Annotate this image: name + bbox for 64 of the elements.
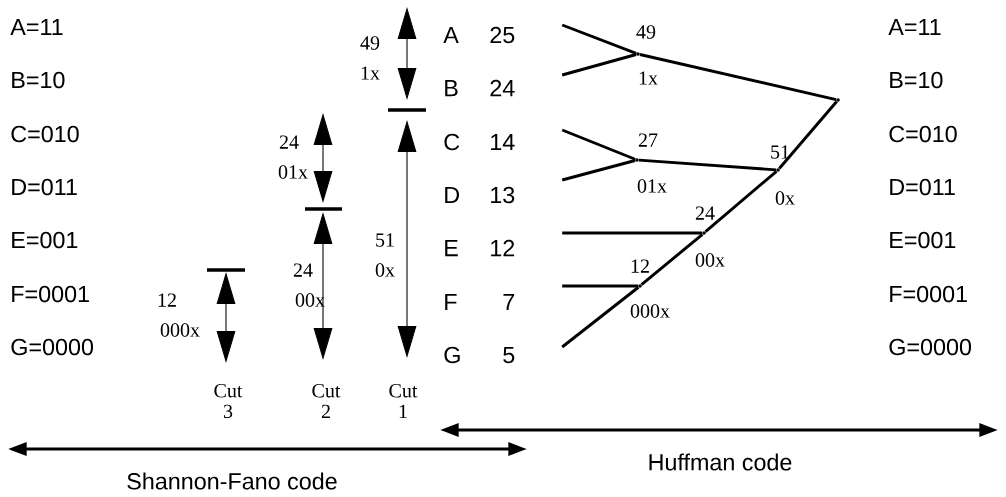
weight-label: 24 [279, 135, 299, 149]
tree-branch [638, 158, 777, 172]
tree-branch [778, 100, 838, 170]
branch-label: 12 [631, 259, 649, 273]
cut-label: Cut 3 [214, 383, 243, 419]
symbol-label: C 14 [444, 133, 515, 151]
tree-branch [561, 128, 636, 161]
section-caption: Huffman code [649, 453, 792, 471]
section-caption: Shannon-Fano code [127, 472, 337, 490]
branch-label: 27 [638, 133, 658, 147]
cut-label: Cut 2 [312, 384, 341, 418]
codeword-label: B=10 [890, 71, 943, 89]
codeword-label: G=0000 [11, 338, 94, 356]
tree-junction [636, 52, 640, 56]
codeword-label: D=011 [890, 178, 955, 196]
branch-label: 0x [775, 191, 795, 205]
codeword-label: F=0001 [12, 285, 89, 303]
weight-label: 01x [278, 165, 308, 179]
symbol-label: A 25 [443, 26, 515, 44]
weight-label: 51 [376, 233, 394, 247]
tree-junction [702, 231, 706, 235]
codeword-label: C=010 [889, 125, 957, 143]
weight-label: 00x [295, 293, 325, 307]
cut-label: Cut 1 [389, 384, 418, 418]
codeword-label: C=010 [11, 125, 79, 143]
tree-branch [562, 284, 638, 288]
symbol-label: F 7 [445, 293, 515, 311]
branch-label: 000x [630, 304, 670, 318]
weight-label: 12 [158, 293, 176, 307]
codeword-label: F=0001 [890, 285, 967, 303]
tree-branch [562, 231, 702, 235]
tree-branch [561, 159, 636, 182]
branch-label: 00x [695, 253, 725, 267]
codeword-label: A=11 [888, 18, 941, 36]
symbol-label: D 13 [445, 186, 515, 204]
tree-branch [704, 170, 778, 233]
branch-label: 49 [636, 25, 656, 39]
codeword-label: B=10 [12, 71, 65, 89]
tree-junction [836, 98, 840, 102]
branch-label: 1x [639, 71, 658, 85]
tree-branch [640, 233, 704, 286]
branch-label: 01x [637, 179, 667, 193]
weight-label: 1x [361, 66, 380, 80]
tree-branch [561, 53, 637, 77]
branch-label: 24 [695, 206, 715, 220]
codeword-label: D=011 [12, 178, 77, 196]
symbol-label: G 5 [444, 346, 515, 364]
codeword-label: G=0000 [889, 338, 972, 356]
codeword-label: E=001 [890, 231, 956, 249]
symbol-label: B 24 [445, 79, 515, 97]
tree-branch [561, 23, 637, 55]
weight-label: 49 [360, 36, 380, 50]
weight-label: 24 [293, 263, 313, 277]
codeword-label: A=11 [10, 18, 63, 36]
symbol-label: E 12 [445, 239, 515, 257]
tree-branch [639, 53, 837, 101]
tree-junction [635, 158, 639, 162]
branch-label: 51 [771, 145, 789, 159]
tree-junction [638, 284, 642, 288]
weight-label: 0x [375, 263, 395, 277]
tree-junction [776, 168, 780, 172]
weight-label: 000x [160, 323, 200, 337]
codeword-label: E=001 [12, 231, 78, 249]
tree-branch [561, 286, 640, 349]
